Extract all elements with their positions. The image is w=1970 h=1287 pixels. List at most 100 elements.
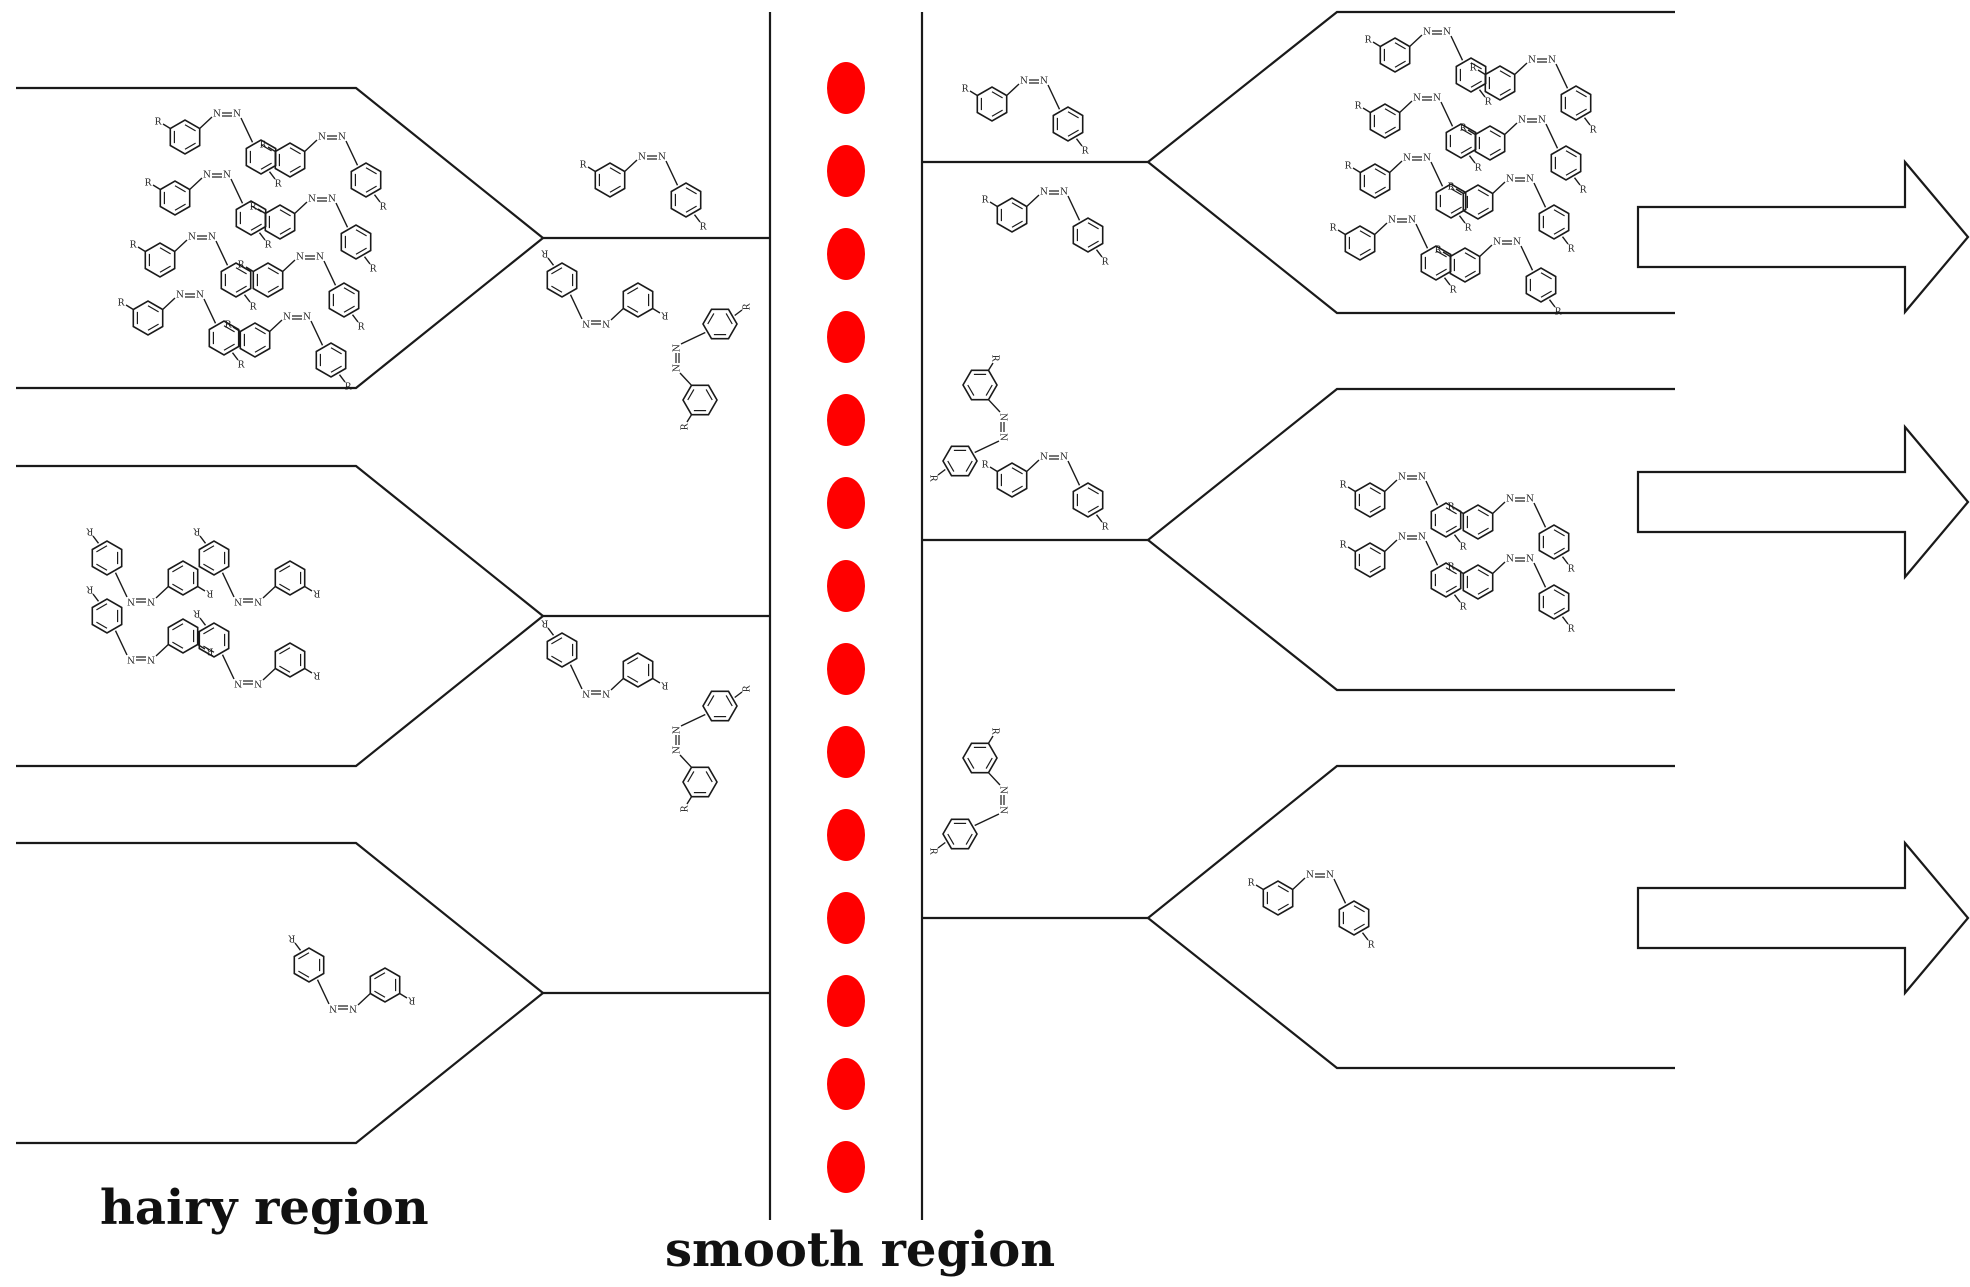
bond [686,796,693,805]
double-bond [1540,272,1552,280]
bond [215,240,229,266]
double-bond [1477,587,1489,595]
double-bond [289,165,301,173]
nitrogen-label: N [998,786,1008,794]
nitrogen-label: N [1388,216,1396,226]
bond [1399,100,1413,114]
nitrogen-label: N [1060,453,1068,463]
benzene-ring [1445,123,1477,159]
nitrogen-label: N [582,318,590,328]
benzene-ring [208,320,240,356]
substituent-label: R [700,223,707,233]
red-dot [827,477,865,529]
double-bond [279,665,291,673]
double-bond [991,109,1003,117]
bond [310,320,324,346]
double-bond [991,91,1003,99]
double-bond [1499,88,1511,96]
double-bond [725,695,733,707]
benzene-ring [1344,225,1376,261]
nitrogen-label: N [1326,871,1334,881]
nitrogen-label: N [176,291,184,301]
bond [989,201,998,208]
bond [197,585,206,592]
nitrogen-label: N [1443,28,1451,38]
double-bond [1353,923,1365,931]
benzene-ring [1525,267,1557,303]
channel-lines [16,10,1970,1220]
bond [316,979,330,1005]
bond [1372,41,1381,48]
double-bond [1499,70,1511,78]
bond [199,116,213,130]
bond [1333,878,1347,904]
bond [547,257,555,266]
double-bond [279,227,291,235]
double-bond [298,952,310,960]
double-bond [172,623,184,631]
substituent-label: R [1368,941,1375,951]
bond [1374,222,1388,236]
substituent-label: R [1460,124,1467,134]
substituent-label: R [1330,224,1337,234]
nitrogen-label: N [998,413,1008,421]
substituent-label: R [1102,523,1109,533]
nitrogen-label: N [308,195,316,205]
nitrogen-label: N [188,233,196,243]
bond [338,374,346,383]
double-bond [965,833,973,845]
bond [304,139,318,153]
bond [294,201,308,215]
red-dot [827,809,865,861]
bond [351,314,359,323]
double-bond [551,637,563,645]
nitrogen-label: N [1060,188,1068,198]
bond [987,772,1001,786]
double-bond [1553,607,1565,615]
bond [734,309,743,317]
substituent-label: R [145,179,152,189]
bond [734,691,743,699]
substituent-label: R [1365,36,1372,46]
substituent-label: R [225,321,232,331]
nitrogen-label: N [998,806,1008,814]
benzene-ring [159,180,191,216]
nitrogen-label: N [1306,871,1314,881]
nitrogen-label: N [338,133,346,143]
double-bond [1450,206,1462,214]
bond [304,585,313,592]
substituent-label: R [86,584,93,594]
double-bond [1359,248,1371,256]
nitrogen-label: N [127,654,135,664]
bond [1347,486,1356,493]
nitrogen-label: N [1493,238,1501,248]
bond [373,194,381,203]
substituent-label: R [1448,183,1455,193]
double-bond [343,287,355,295]
bond [1384,479,1398,493]
substituent-label: R [288,933,295,943]
double-bond [1445,585,1457,593]
nitrogen-label: N [1528,56,1536,66]
benzene-ring [1369,103,1401,139]
benzene-ring [942,818,978,850]
substituent-label: R [990,355,1000,362]
substituent-label: R [275,180,282,190]
red-dot [827,1058,865,1110]
substituent-label: R [370,265,377,275]
bond [1492,561,1506,575]
substituent-label: R [580,161,587,171]
bond [1425,540,1439,566]
substituent-label: R [1340,541,1347,551]
double-bond [254,327,266,335]
